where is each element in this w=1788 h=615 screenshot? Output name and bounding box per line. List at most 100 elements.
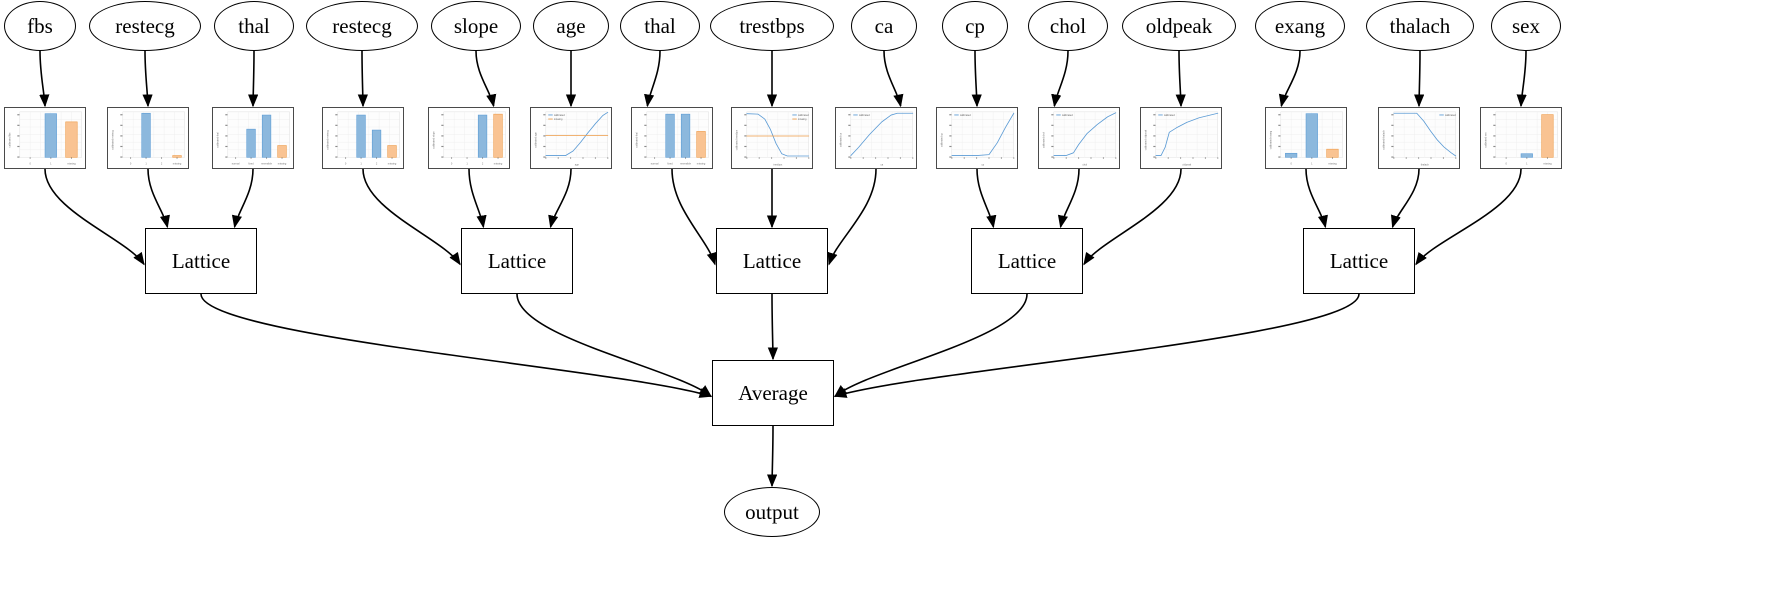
input-node-thal[interactable]: thal	[620, 1, 700, 51]
output-node[interactable]: output	[724, 487, 820, 537]
svg-text:calibrated thal: calibrated thal	[636, 132, 639, 148]
svg-text:1: 1	[1311, 163, 1313, 166]
input-node-label: trestbps	[739, 13, 805, 38]
input-node-label: sex	[1512, 13, 1540, 38]
svg-text:missing: missing	[554, 118, 563, 121]
input-node-label: cp	[965, 13, 985, 38]
graph-edge	[767, 425, 778, 488]
graph-edge	[475, 50, 497, 108]
svg-text:missing: missing	[173, 163, 182, 166]
svg-text:1: 1	[50, 163, 52, 166]
svg-text:1: 1	[145, 163, 147, 166]
svg-text:calibrated: calibrated	[1164, 114, 1175, 117]
input-node-exang[interactable]: exang	[1255, 1, 1345, 51]
graph-edge	[44, 168, 145, 266]
lattice-node[interactable]: Lattice	[716, 228, 828, 294]
svg-text:calibrated: calibrated	[1445, 114, 1456, 117]
input-node-slope[interactable]: slope	[431, 1, 521, 51]
svg-text:calibrated: calibrated	[554, 114, 565, 117]
svg-text:fixed: fixed	[248, 163, 254, 166]
graph-edge	[1051, 50, 1069, 108]
svg-text:calibrated: calibrated	[1062, 114, 1073, 117]
graph-edge	[1278, 50, 1301, 108]
svg-text:reversible: reversible	[680, 163, 691, 166]
svg-text:0: 0	[1290, 163, 1292, 166]
graph-edge	[833, 293, 1360, 398]
svg-text:calibrated chol: calibrated chol	[1043, 132, 1046, 149]
graph-edge	[671, 168, 717, 266]
svg-text:2: 2	[482, 163, 484, 166]
svg-text:2: 2	[376, 163, 378, 166]
svg-text:calibrated trestbps: calibrated trestbps	[736, 129, 739, 150]
svg-text:calibrated sex: calibrated sex	[1485, 132, 1488, 148]
graph-edge	[142, 50, 153, 108]
svg-text:calibrated thalach: calibrated thalach	[1383, 130, 1386, 150]
input-node-restecg[interactable]: restecg	[306, 1, 418, 51]
graph-edge	[39, 50, 50, 108]
input-node-restecg[interactable]: restecg	[89, 1, 201, 51]
svg-text:0: 0	[1505, 163, 1507, 166]
lattice-node[interactable]: Lattice	[461, 228, 573, 294]
input-node-chol[interactable]: chol	[1028, 1, 1108, 51]
lattice-node[interactable]: Lattice	[145, 228, 257, 294]
svg-text:missing: missing	[388, 163, 397, 166]
input-node-label: oldpeak	[1145, 13, 1213, 38]
svg-text:0: 0	[130, 163, 132, 166]
svg-text:calibrated fbs: calibrated fbs	[9, 132, 12, 148]
lattice-node-label: Lattice	[1329, 248, 1389, 273]
svg-text:calibrated exang: calibrated exang	[1270, 130, 1273, 149]
svg-text:trestbps: trestbps	[773, 163, 783, 166]
input-node-cp[interactable]: cp	[942, 1, 1008, 51]
input-node-label: fbs	[27, 13, 53, 38]
input-node-label: restecg	[332, 13, 392, 38]
svg-text:0: 0	[29, 163, 31, 166]
svg-text:calibrated: calibrated	[798, 114, 809, 117]
input-node-thal[interactable]: thal	[214, 1, 294, 51]
input-node-ca[interactable]: ca	[851, 1, 917, 51]
svg-text:missing: missing	[494, 163, 503, 166]
input-node-oldpeak[interactable]: oldpeak	[1122, 1, 1236, 51]
input-node-fbs[interactable]: fbs	[4, 1, 76, 51]
svg-text:calibrated: calibrated	[960, 114, 971, 117]
input-node-age[interactable]: age	[533, 1, 609, 51]
input-node-sex[interactable]: sex	[1491, 1, 1561, 51]
input-node-label: thal	[644, 13, 676, 38]
svg-text:calibrated ca: calibrated ca	[840, 132, 843, 147]
input-node-thalach[interactable]: thalach	[1366, 1, 1474, 51]
graph-edge	[971, 50, 982, 108]
input-node-trestbps[interactable]: trestbps	[710, 1, 834, 51]
svg-text:calibrated thal: calibrated thal	[217, 132, 220, 148]
input-node-label: thal	[238, 13, 270, 38]
svg-text:oldpeak: oldpeak	[1182, 163, 1192, 166]
input-node-label: slope	[453, 13, 499, 38]
svg-text:calibrated: calibrated	[859, 114, 870, 117]
graph-edge	[1083, 168, 1182, 266]
graph-edge	[516, 293, 712, 398]
lattice-node[interactable]: Lattice	[971, 228, 1083, 294]
lattice-node[interactable]: Lattice	[1303, 228, 1415, 294]
graph-edge	[357, 50, 368, 108]
graph-edge	[767, 293, 779, 361]
svg-text:calibrated restecg: calibrated restecg	[327, 130, 330, 150]
svg-text:0: 0	[345, 163, 347, 166]
lattice-node-label: Lattice	[742, 248, 802, 273]
average-node[interactable]: Average	[712, 360, 834, 426]
graph-edge	[827, 168, 877, 266]
